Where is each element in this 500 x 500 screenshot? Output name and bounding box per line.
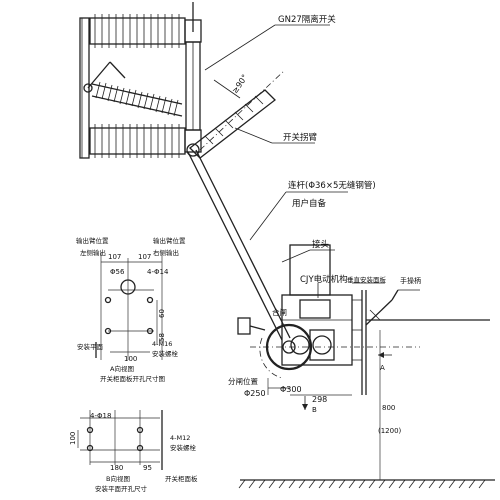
view-b-cabinet-panel: 开关柜面板 — [165, 474, 198, 483]
view-b-caption-1: B向视图 — [106, 474, 130, 483]
view-b-dim-95: 95 — [143, 464, 152, 472]
closed-pos-label: 合闸 — [272, 307, 287, 317]
connecting-rod — [187, 149, 348, 341]
cjy-mechanism-drawing — [237, 244, 420, 410]
vertical-panel-label: 垂直安装面板 — [347, 275, 387, 284]
dim-298-label: 298 — [312, 395, 327, 404]
handle-label: 手操柄 — [400, 276, 421, 285]
isolating-switch-drawing: ≥90° — [79, 2, 330, 159]
switch-name-label: GN27隔离开关 — [278, 14, 336, 25]
view-b-dim-100: 100 — [69, 432, 77, 445]
view-a-left-sub-label: 左侧输出 — [80, 248, 106, 257]
view-a-caption-1: A向视图 — [110, 364, 134, 373]
view-a-dim-107-right: 107 — [138, 253, 151, 261]
mechanism-label: CJY电动机构 — [300, 274, 348, 285]
view-a-dim-60: 60 — [158, 309, 166, 318]
spring-blade — [83, 61, 183, 117]
view-a-dim-phi56: Φ56 — [110, 268, 125, 276]
view-b-m12: 4-M12 — [170, 434, 190, 442]
view-a-caption-2: 开关柜面板开孔尺寸图 — [100, 374, 165, 383]
view-b-drawing — [77, 410, 163, 470]
view-a-drawing — [95, 252, 163, 360]
view-a-install-plane: 安装平面 — [77, 342, 104, 351]
height-800-label: 800 — [382, 404, 395, 412]
view-a-marker: A — [380, 364, 385, 372]
dim-300-label: Φ300 — [280, 385, 302, 394]
joint-label: 接头 — [312, 239, 330, 250]
view-a-m16: 4-M16 — [152, 340, 172, 348]
floor — [238, 309, 495, 489]
view-b-bolt: 安装螺栓 — [170, 443, 197, 452]
view-b-dim-4phi18: 4-Φ18 — [90, 412, 111, 420]
dim-250-label: Φ250 — [244, 389, 266, 398]
rod-label: 连杆(Φ36×5无缝钢管) — [288, 180, 376, 191]
user-supplied-label: 用户自备 — [292, 198, 327, 209]
view-b-marker: B — [312, 406, 317, 414]
angle-label: ≥90° — [230, 73, 249, 95]
view-a-dim-107-left: 107 — [108, 253, 121, 261]
lower-insulator — [89, 124, 202, 158]
view-b-dim-180: 180 — [110, 464, 123, 472]
view-a-dim-100: 100 — [124, 355, 137, 363]
open-pos-label: 分闸位置 — [228, 376, 258, 386]
upper-insulator — [89, 14, 202, 48]
view-b-caption-2: 安装平面开孔尺寸 — [95, 484, 148, 493]
view-a-dim-4phi14: 4-Φ14 — [147, 268, 169, 276]
view-a-right-arm-label: 输出臂位置 — [153, 236, 186, 245]
view-a-right-sub-label: 右侧输出 — [153, 248, 179, 257]
view-a-dim-58: 58 — [158, 333, 166, 342]
view-a-bolt: 安装螺栓 — [152, 349, 179, 358]
switch-arm — [186, 89, 276, 159]
view-a-left-arm-label: 输出臂位置 — [76, 236, 109, 245]
switch-arm-label: 开关拐臂 — [283, 132, 318, 143]
height-1200-label: (1200) — [378, 427, 402, 435]
